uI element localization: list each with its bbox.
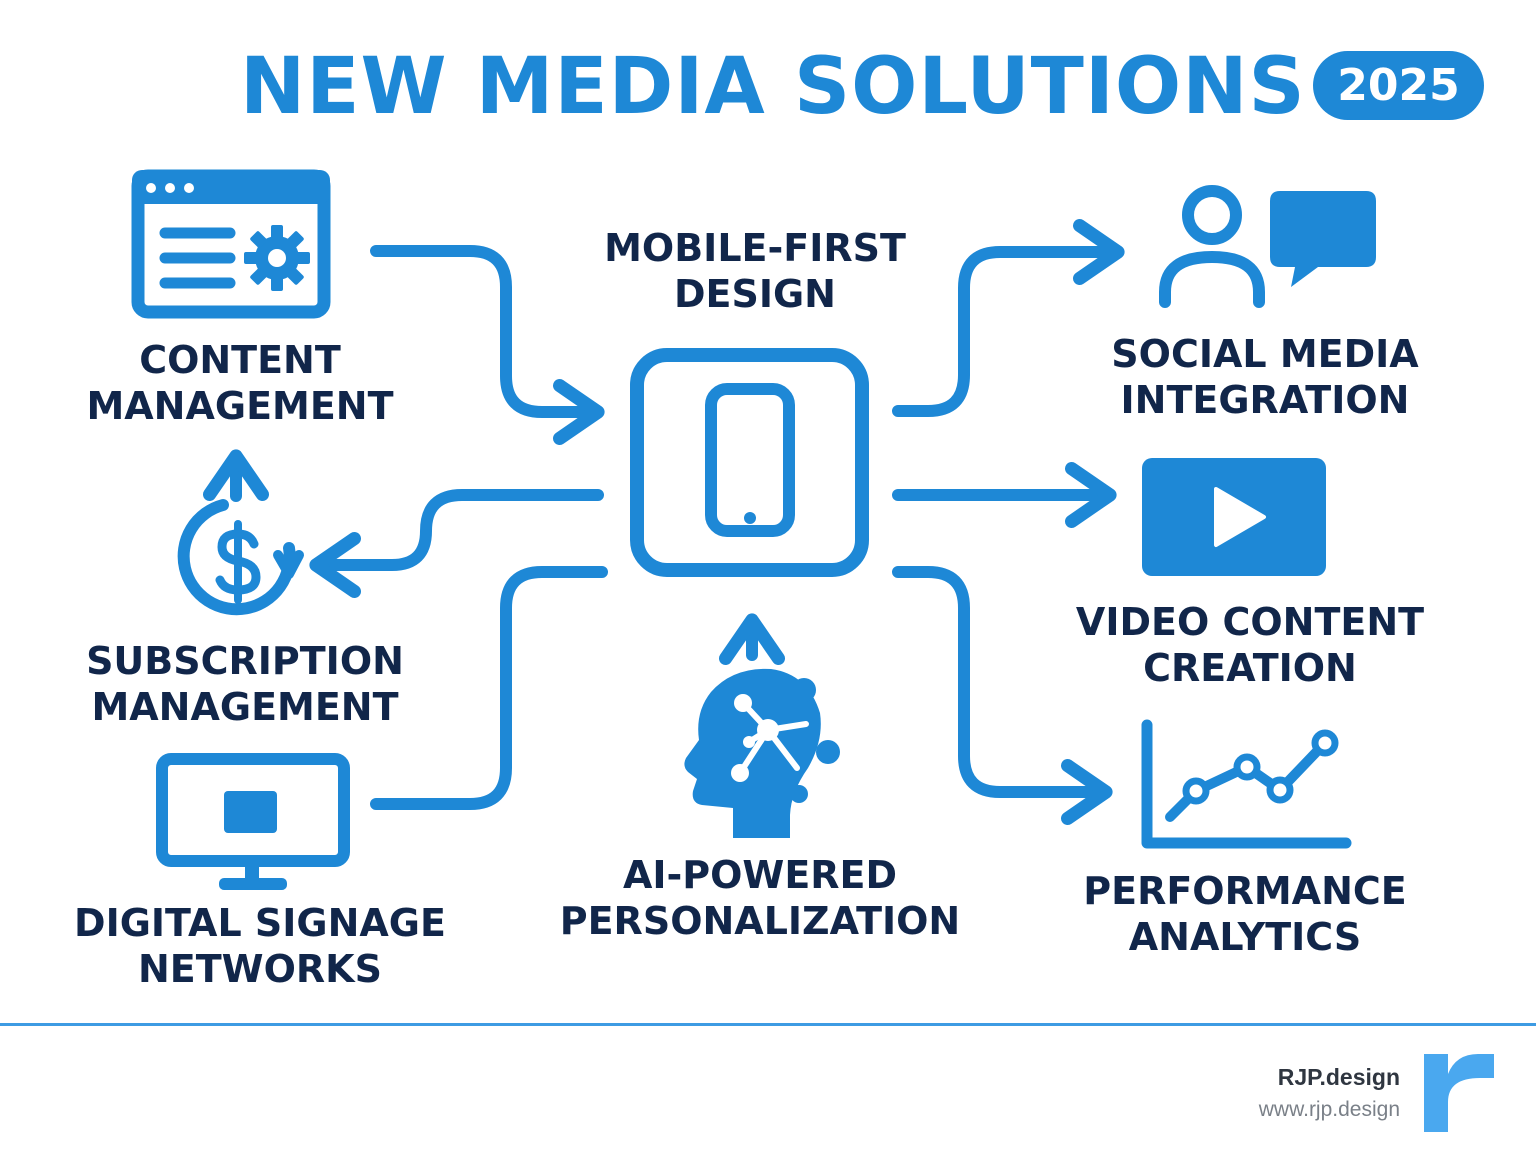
label-digital-signage-networks-line1: DIGITAL SIGNAGE bbox=[74, 901, 446, 945]
label-social-media-integration-line1: SOCIAL MEDIA bbox=[1111, 332, 1419, 376]
label-digital-signage-networks: DIGITAL SIGNAGE NETWORKS bbox=[40, 900, 480, 992]
monitor-icon bbox=[156, 753, 350, 890]
label-content-management-line1: CONTENT bbox=[139, 338, 341, 382]
page-title: NEW MEDIA SOLUTIONS bbox=[240, 42, 1306, 132]
label-ai-powered-personalization: AI-POWERED PERSONALIZATION bbox=[540, 852, 980, 944]
year-badge: 2025 bbox=[1313, 51, 1484, 120]
rjp-logo-icon bbox=[1424, 1054, 1494, 1132]
user-chat-icon bbox=[1159, 185, 1376, 308]
video-play-icon bbox=[1142, 458, 1326, 576]
connector-mobile-to-analytics bbox=[892, 566, 1113, 825]
connector-content-to-mobile bbox=[370, 245, 605, 445]
label-video-content-creation-line1: VIDEO CONTENT bbox=[1075, 600, 1425, 644]
label-performance-analytics: PERFORMANCE ANALYTICS bbox=[1050, 868, 1440, 960]
browser-settings-icon bbox=[131, 169, 331, 319]
label-social-media-integration: SOCIAL MEDIA INTEGRATION bbox=[1060, 331, 1470, 423]
label-subscription-management-line2: MANAGEMENT bbox=[91, 685, 399, 729]
label-performance-analytics-line2: ANALYTICS bbox=[1128, 915, 1362, 959]
brand-name: RJP.design bbox=[1277, 1064, 1400, 1090]
label-mobile-first-design-line1: MOBILE-FIRST bbox=[604, 226, 906, 270]
connector-signage-to-mobile bbox=[370, 566, 608, 810]
connector-mobile-to-subscription bbox=[309, 489, 604, 598]
label-mobile-first-design: MOBILE-FIRST DESIGN bbox=[560, 225, 950, 317]
ai-head-icon bbox=[684, 668, 840, 838]
label-subscription-management-line1: SUBSCRIPTION bbox=[86, 639, 404, 683]
label-performance-analytics-line1: PERFORMANCE bbox=[1083, 869, 1407, 913]
label-video-content-creation: VIDEO CONTENT CREATION bbox=[1040, 599, 1460, 691]
label-ai-powered-personalization-line1: AI-POWERED bbox=[622, 853, 898, 897]
label-subscription-management: SUBSCRIPTION MANAGEMENT bbox=[40, 638, 450, 730]
footer-divider bbox=[0, 1023, 1536, 1026]
label-video-content-creation-line2: CREATION bbox=[1143, 646, 1357, 690]
label-digital-signage-networks-line2: NETWORKS bbox=[138, 947, 382, 991]
dollar-cycle-icon bbox=[177, 499, 304, 616]
label-content-management-line2: MANAGEMENT bbox=[86, 384, 394, 428]
smartphone-icon bbox=[630, 348, 869, 577]
connector-mobile-to-social bbox=[892, 219, 1125, 417]
line-chart-icon bbox=[1141, 719, 1352, 849]
label-content-management: CONTENT MANAGEMENT bbox=[40, 337, 440, 429]
label-social-media-integration-line2: INTEGRATION bbox=[1120, 378, 1410, 422]
label-mobile-first-design-line2: DESIGN bbox=[673, 272, 836, 316]
label-ai-powered-personalization-line2: PERSONALIZATION bbox=[559, 899, 961, 943]
brand-url: www.rjp.design bbox=[1258, 1098, 1400, 1121]
